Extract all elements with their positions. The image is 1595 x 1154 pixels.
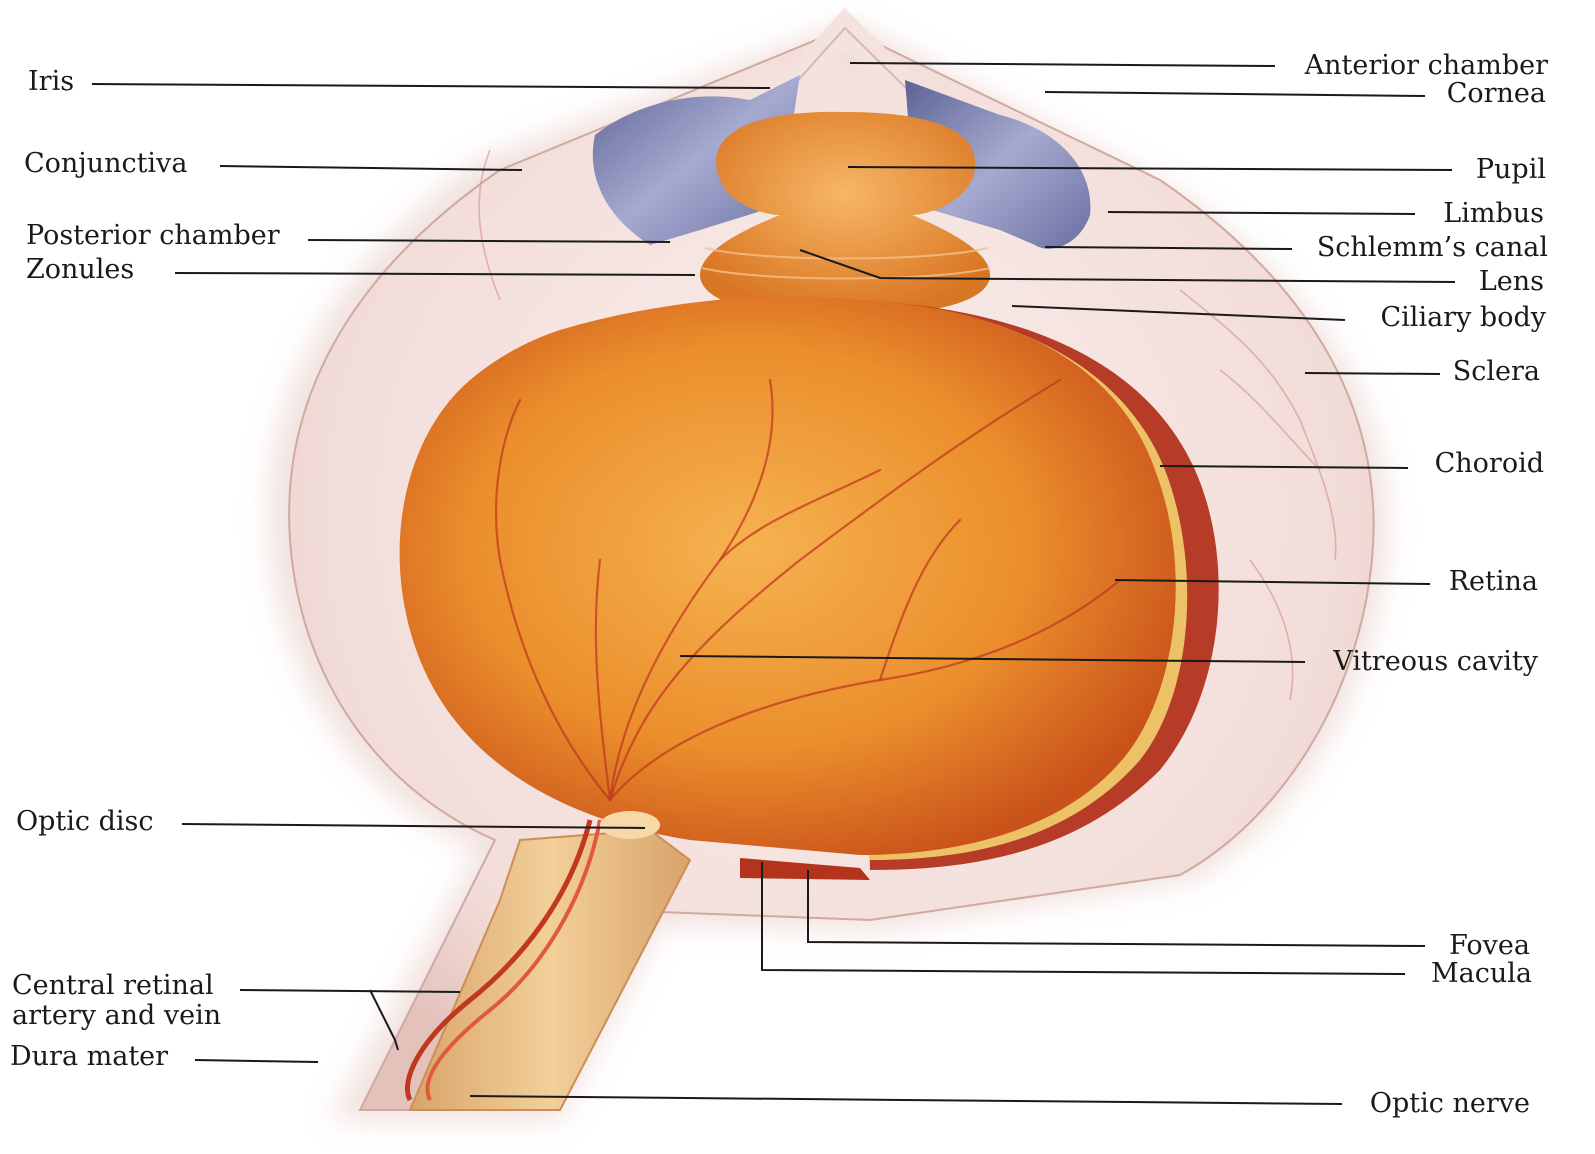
- label-retina: Retina: [1449, 566, 1538, 597]
- label-anterior-chamber: Anterior chamber: [1304, 50, 1548, 81]
- label-ciliary-body: Ciliary body: [1381, 302, 1547, 333]
- labels-left: Iris Conjunctiva Posterior chamber Zonul…: [10, 66, 280, 1072]
- label-cornea: Cornea: [1447, 78, 1546, 109]
- label-zonules: Zonules: [26, 254, 134, 285]
- label-vitreous-cavity: Vitreous cavity: [1332, 646, 1538, 677]
- label-limbus: Limbus: [1443, 198, 1544, 229]
- label-optic-disc: Optic disc: [16, 806, 154, 837]
- label-lens: Lens: [1479, 266, 1544, 297]
- label-posterior-chamber: Posterior chamber: [26, 220, 280, 251]
- label-schlemms-canal: Schlemm’s canal: [1317, 232, 1548, 263]
- label-conjunctiva: Conjunctiva: [24, 148, 187, 179]
- label-central-retinal-line2: artery and vein: [12, 1000, 221, 1031]
- label-sclera: Sclera: [1453, 356, 1540, 387]
- label-fovea: Fovea: [1449, 930, 1530, 961]
- label-choroid: Choroid: [1435, 448, 1544, 479]
- label-pupil: Pupil: [1476, 154, 1546, 185]
- label-macula: Macula: [1431, 958, 1532, 989]
- label-dura-mater: Dura mater: [10, 1041, 168, 1072]
- label-optic-nerve: Optic nerve: [1370, 1088, 1530, 1119]
- label-iris: Iris: [28, 66, 74, 97]
- label-central-retinal-line1: Central retinal: [12, 970, 214, 1001]
- optic-disc-shape: [600, 811, 660, 839]
